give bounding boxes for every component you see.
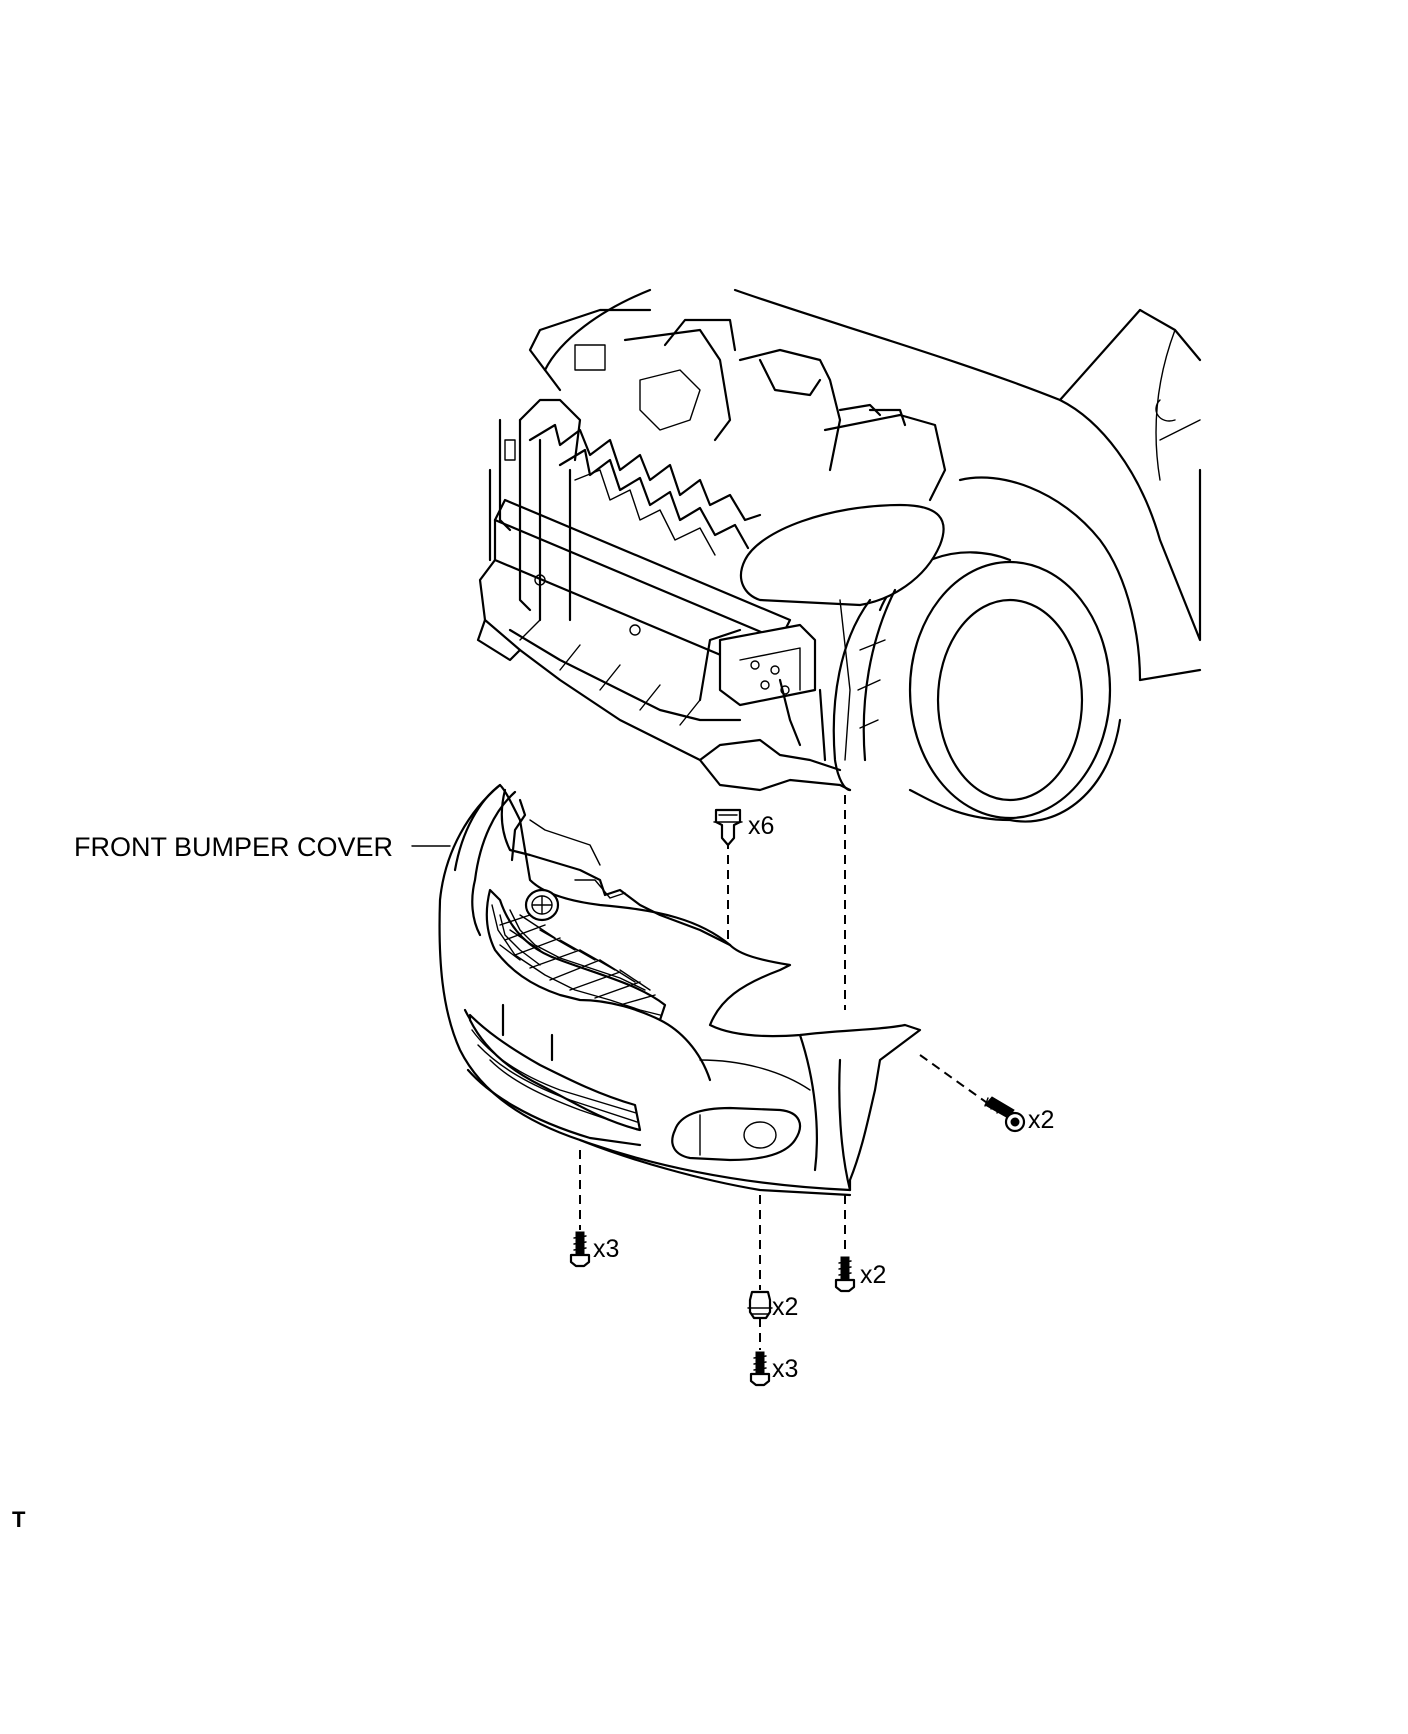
lower-left-screws-count: x3	[593, 1235, 619, 1263]
lower-left-screw-icon	[569, 1231, 591, 1268]
lower-grille	[466, 1013, 642, 1147]
upper-grille-mesh	[491, 904, 661, 1016]
lower-right-screws-count: x2	[860, 1261, 886, 1289]
push-clip-icon	[713, 808, 743, 847]
front-bumper-cover	[438, 783, 922, 1197]
front-bumper-cover-label: FRONT BUMPER COVER	[74, 832, 393, 862]
fog-lamp-pocket	[671, 1106, 802, 1162]
lower-center-screws-count: x3	[772, 1355, 798, 1383]
corner-mark: T	[12, 1507, 26, 1532]
vehicle-front-body	[543, 288, 1202, 823]
lower-center-clip-icon	[747, 1290, 773, 1320]
side-screws-count: x2	[1028, 1106, 1054, 1134]
lower-center-screw-icon	[749, 1351, 771, 1387]
guide-lines	[411, 795, 991, 1350]
side-screw-icon	[984, 1096, 1026, 1133]
engine-compartment	[476, 308, 947, 792]
lower-center-clips-count: x2	[772, 1293, 798, 1321]
lower-right-screw-icon	[834, 1256, 856, 1293]
upper-clips-count: x6	[748, 812, 774, 840]
emblem	[524, 888, 560, 922]
